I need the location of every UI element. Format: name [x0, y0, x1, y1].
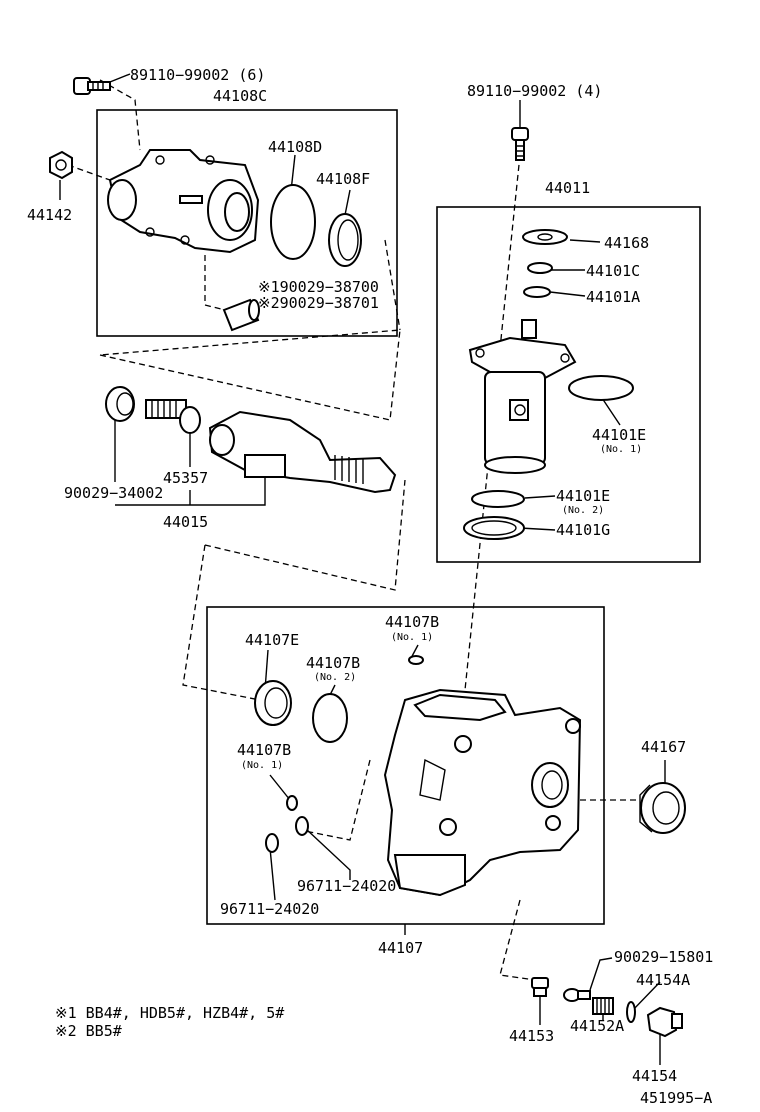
seal-44167-drawing	[639, 782, 686, 834]
oring-44107b-top-drawing	[408, 655, 424, 665]
label-44107b-left: 44107B	[237, 741, 291, 759]
label-44107b-top: 44107B	[385, 613, 439, 631]
oring-96711-b-drawing	[265, 833, 279, 853]
label-44142: 44142	[27, 206, 72, 224]
label-44154a: 44154A	[636, 971, 690, 989]
label-pin-1: ※190029−38700	[258, 278, 379, 296]
label-44101e-1-note: (No. 1)	[600, 444, 642, 455]
label-44101a: 44101A	[586, 288, 640, 306]
seal-44108f-drawing	[328, 213, 362, 267]
label-44107: 44107	[378, 939, 423, 957]
oring-44107b-2-drawing	[312, 693, 348, 743]
housing-44108c-drawing	[107, 149, 260, 254]
nut-drawing	[49, 150, 73, 180]
pin-drawing	[222, 298, 260, 332]
label-44011: 44011	[545, 179, 590, 197]
box-44011	[436, 206, 701, 563]
label-44108d: 44108D	[268, 138, 322, 156]
seat-44154a-drawing	[626, 1001, 636, 1023]
housing-44107-drawing	[383, 688, 582, 897]
label-44101e-2-note: (No. 2)	[562, 505, 604, 516]
leader-seal-f	[344, 189, 351, 216]
leader-44154a	[632, 981, 661, 1011]
bearing-90029-34002-drawing	[105, 386, 135, 422]
dash-nut	[67, 164, 111, 181]
oring-90029-15801-drawing	[563, 988, 591, 1002]
leader-44101g	[519, 527, 556, 531]
oring-44107b-left-drawing	[286, 795, 298, 811]
label-44101g: 44101G	[556, 521, 610, 539]
oring-44101e-2-drawing	[471, 490, 525, 508]
leader-44101e-2	[524, 495, 556, 499]
box-44108c	[96, 109, 398, 337]
label-44153: 44153	[509, 1027, 554, 1045]
leader-90029-15801	[589, 957, 613, 991]
dash-bolt-right	[464, 154, 521, 691]
label-44154: 44154	[632, 1067, 677, 1085]
seal-44107e-drawing	[254, 680, 292, 726]
bolt-right-drawing	[511, 127, 529, 161]
dash-shaft-zone	[99, 329, 401, 421]
union-44153-drawing	[531, 977, 549, 997]
dash-bolt-left	[99, 79, 141, 151]
label-44015: 44015	[163, 513, 208, 531]
note-1: ※1 BB4#, HDB5#, HZB4#, 5#	[55, 1004, 284, 1022]
valve-44011-drawing	[468, 319, 577, 474]
oring-44101e-1-drawing	[568, 375, 634, 401]
label-90029-15801: 90029−15801	[614, 948, 713, 966]
ring-44101a-drawing	[523, 286, 551, 298]
screw-45357-drawing	[145, 399, 201, 434]
seal-44101g-drawing	[463, 516, 525, 540]
leader-96711-b	[269, 847, 276, 901]
washer-44168-drawing	[522, 229, 568, 245]
label-44167: 44167	[641, 738, 686, 756]
dash-shaft-left	[182, 544, 261, 701]
dash-pin	[204, 255, 226, 311]
label-90029-34002: 90029−34002	[64, 484, 163, 502]
label-pin-2: ※290029−38701	[258, 294, 379, 312]
label-bolt-left: 89110−99002 (6)	[130, 66, 265, 84]
gasket-44108d-drawing	[270, 184, 316, 260]
bolt-left-drawing	[73, 77, 111, 95]
label-44107b-left-note: (No. 1)	[241, 760, 283, 771]
label-45357: 45357	[163, 469, 208, 487]
label-44107b-top-note: (No. 1)	[391, 632, 433, 643]
label-44108f: 44108F	[316, 170, 370, 188]
label-bolt-right: 89110−99002 (4)	[467, 82, 602, 100]
plug-44154-drawing	[646, 1006, 683, 1038]
ring-44101c-drawing	[527, 262, 553, 274]
leader-44168	[569, 239, 601, 243]
label-44107e: 44107E	[245, 631, 299, 649]
leader-44107b-left	[269, 774, 291, 801]
label-44101e-2: 44101E	[556, 487, 610, 505]
label-96711-b: 96711−24020	[220, 900, 319, 918]
shaft-44015-drawing	[208, 410, 397, 494]
label-44107b-2: 44107B	[306, 654, 360, 672]
label-44101e-1: 44101E	[592, 426, 646, 444]
dash-housing-left	[299, 759, 371, 841]
spring-44152a-drawing	[592, 997, 614, 1015]
dash-union	[499, 899, 536, 981]
dash-right-vertical	[384, 239, 401, 331]
label-44168: 44168	[604, 234, 649, 252]
label-44107b-2-note: (No. 2)	[314, 672, 356, 683]
label-96711-a: 96711−24020	[297, 877, 396, 895]
label-44101c: 44101C	[586, 262, 640, 280]
leader-44101a	[549, 291, 586, 297]
oring-96711-a-drawing	[295, 816, 309, 836]
leader-96711-a	[304, 827, 351, 880]
label-44108c: 44108C	[213, 87, 267, 105]
label-44152a: 44152A	[570, 1017, 624, 1035]
note-2: ※2 BB5#	[55, 1022, 122, 1040]
dash-shaft-lower	[204, 479, 406, 591]
diagram-id: 451995−A	[640, 1089, 712, 1107]
leader-44015	[115, 478, 266, 506]
